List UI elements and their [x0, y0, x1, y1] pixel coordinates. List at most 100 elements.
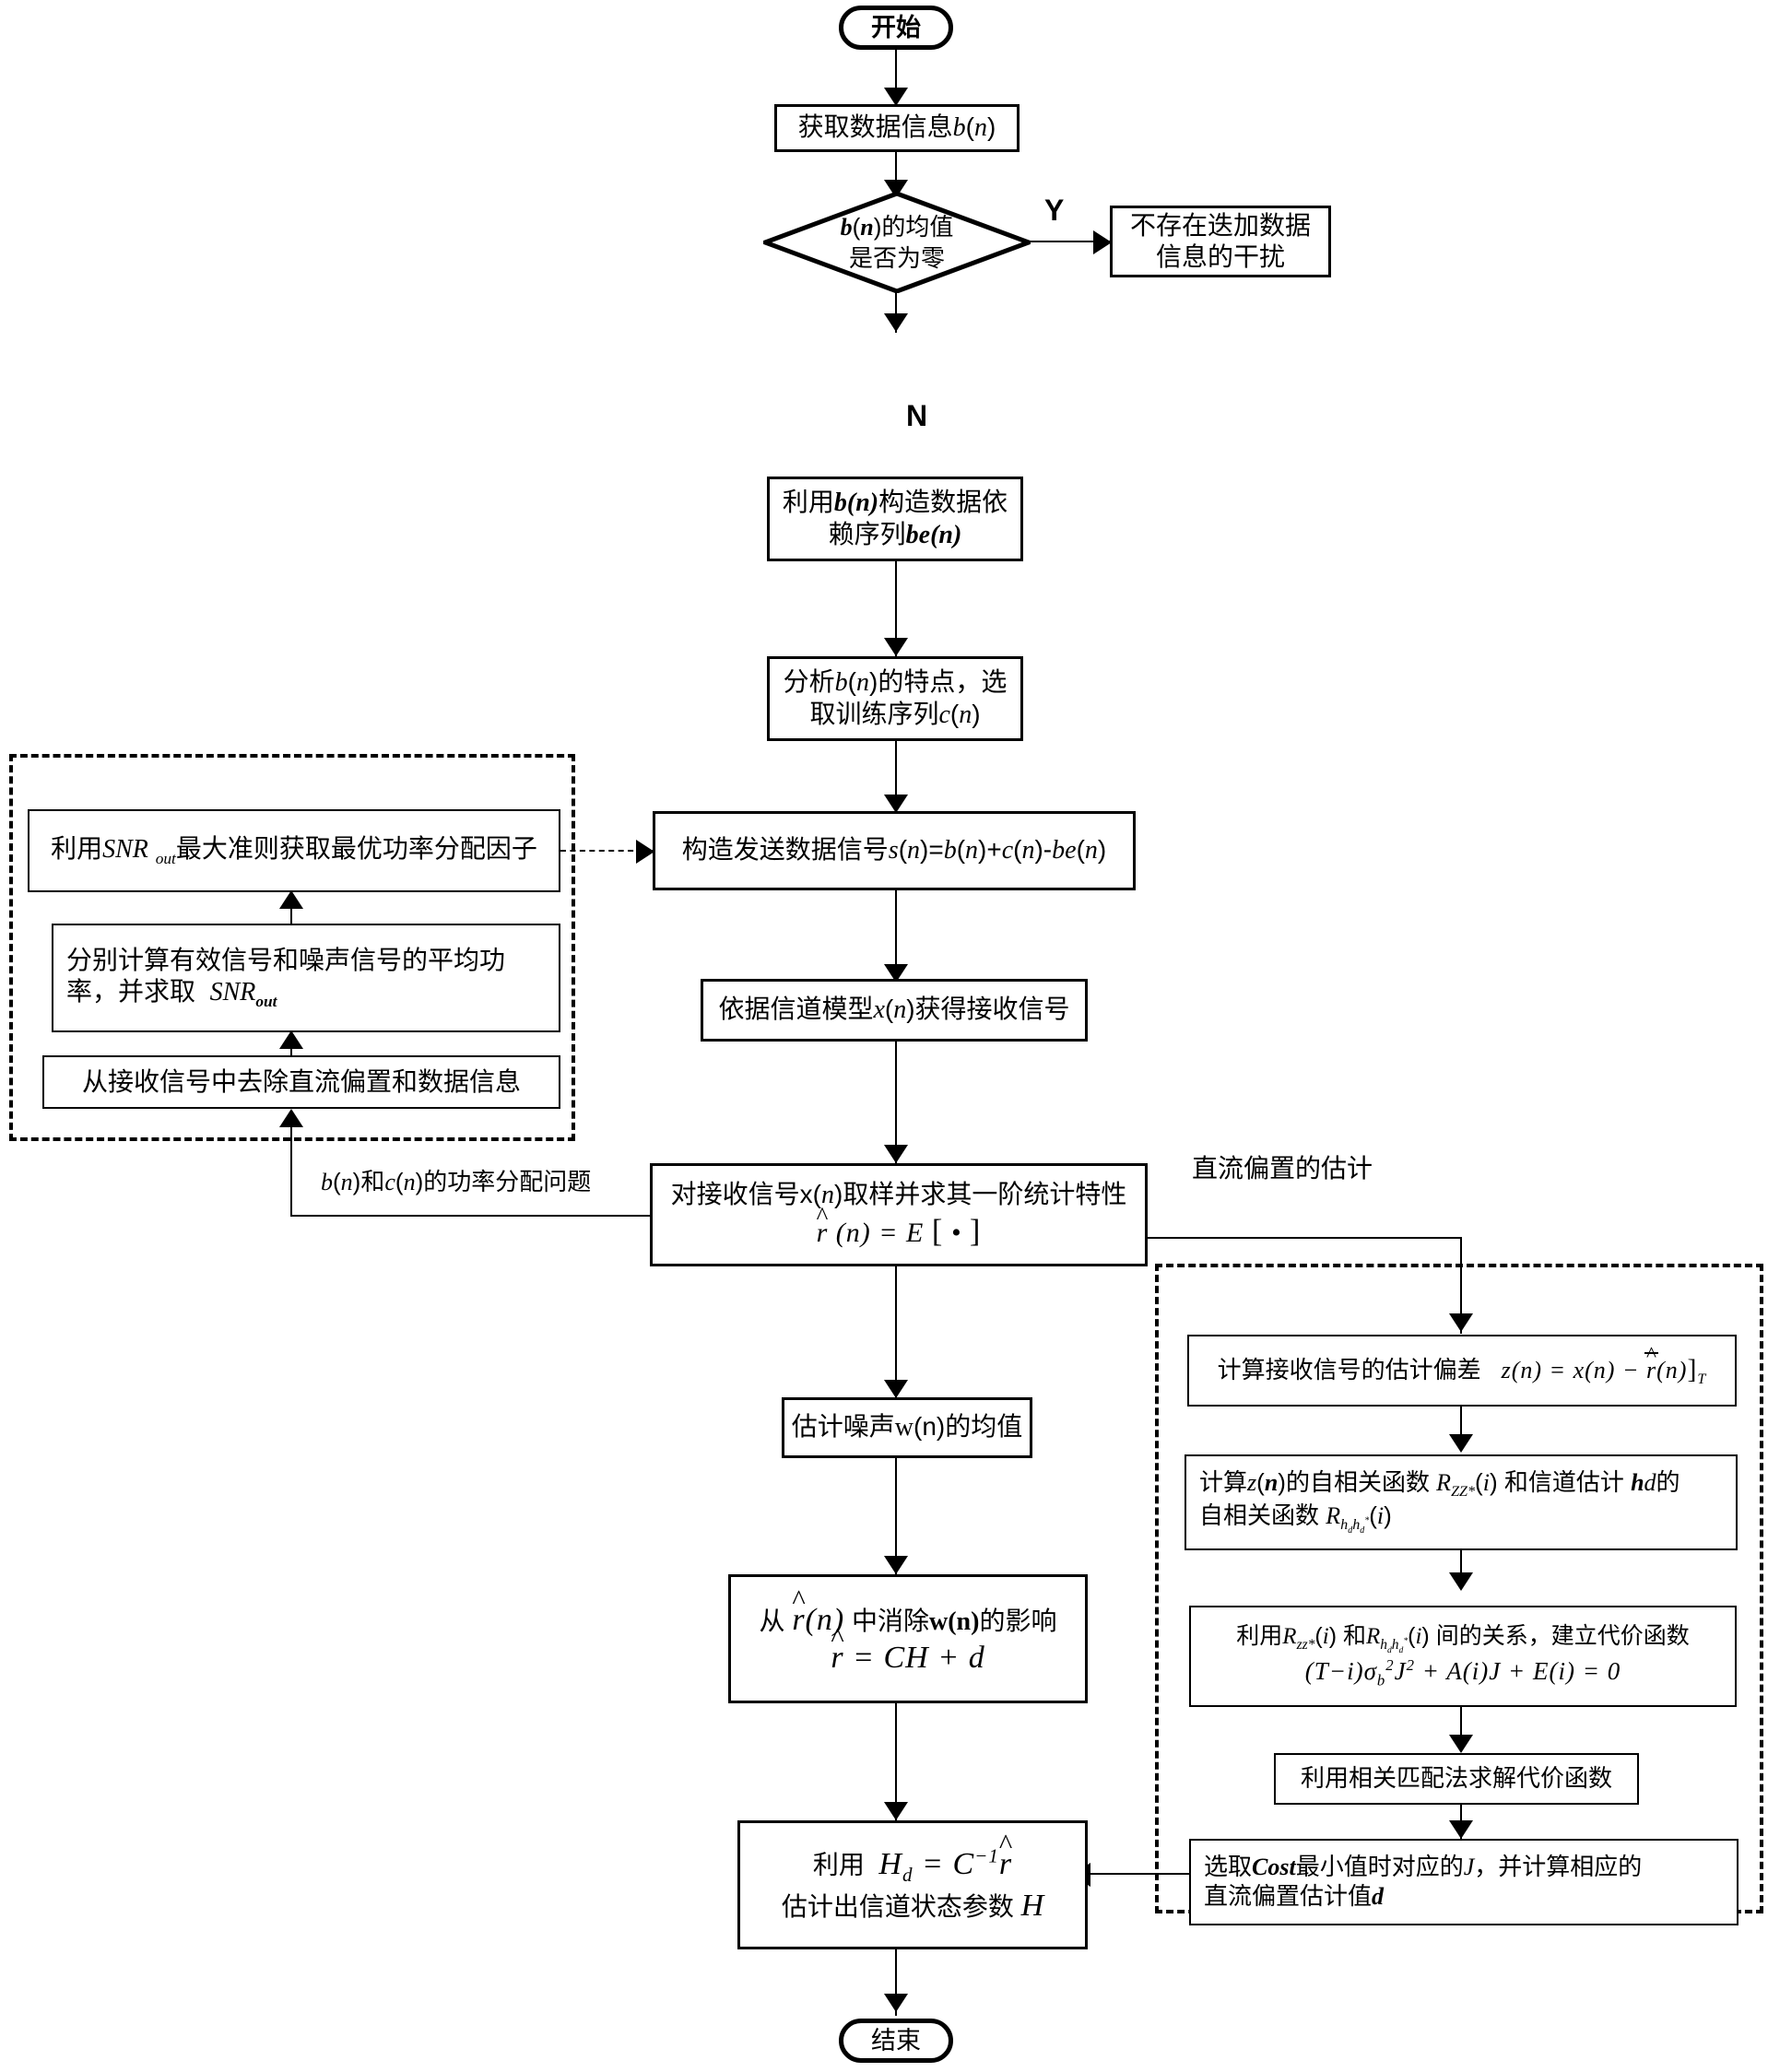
- node-end-label: 结束: [871, 2026, 921, 2054]
- node-autocorr: 计算z(n)的自相关函数 RZZ*(i) 和信道估计 hd的 自相关函数 Rhd…: [1185, 1454, 1738, 1550]
- node-remove-dc-label: 从接收信号中去除直流偏置和数据信息: [81, 1066, 521, 1096]
- edge-avgpower-to-snropt: [290, 892, 292, 925]
- node-decision-line2: 是否为零: [848, 243, 945, 272]
- edge-buildbe-to-selectc: [895, 561, 897, 658]
- node-estimate-H-line2: 估计出信道状态参数 H: [781, 1889, 1044, 1924]
- node-sample-r: 对接收信号x(n)取样并求其一阶统计特性 ^r (n) = E [ • ]: [650, 1163, 1148, 1266]
- node-calc-z: 计算接收信号的估计偏差 z(n) = x(n) − ^r(n)]T: [1187, 1335, 1737, 1407]
- node-sample-r-line1: 对接收信号x(n)取样并求其一阶统计特性: [670, 1180, 1127, 1210]
- edge-feedback-vertical: [290, 1123, 292, 1217]
- edge-sampler-to-calcz-v: [1460, 1237, 1462, 1334]
- edge-getdata-to-decision: [895, 152, 897, 198]
- arrow-down-solve: [1449, 1735, 1473, 1753]
- node-remove-w-line1: 从 ^r(n) 中消除w(n)的影响: [759, 1583, 1057, 1637]
- node-decision-label: b(n)的均值 是否为零: [763, 192, 1031, 293]
- edge-start-to-getdata: [895, 50, 897, 94]
- arrow-down-estimatew: [884, 1380, 908, 1398]
- arrow-down-calcz: [1449, 1313, 1473, 1332]
- edge-snropt-to-builds: [560, 850, 653, 852]
- arrow-down-removew: [884, 1556, 908, 1574]
- arrow-down-sampler: [884, 1145, 908, 1163]
- node-avg-power-line2: 率，并求取 SNRout: [66, 977, 277, 1010]
- region-power-allocation: [9, 754, 575, 1141]
- node-cost-func-line2: (T−i)σb2J2 + A(i)J + E(i) = 0: [1304, 1656, 1621, 1689]
- node-decision: b(n)的均值 是否为零: [763, 192, 1031, 293]
- arrow-down-end: [884, 1994, 908, 2012]
- arrow-down-cost: [1449, 1572, 1473, 1591]
- node-estimate-w: 估计噪声w(n)的均值: [782, 1397, 1032, 1458]
- node-build-s-label: 构造发送数据信号s(n)=b(n)+c(n)-be(n): [681, 835, 1107, 865]
- node-remove-w-line2: ^r = CH + d: [831, 1622, 985, 1675]
- node-estimate-w-label: 估计噪声w(n)的均值: [791, 1412, 1023, 1442]
- edge-builds-to-channelx: [895, 890, 897, 986]
- node-select-j-line1: 选取Cost最小值时对应的J，并计算相应的: [1204, 1853, 1643, 1881]
- node-select-j-line2: 直流偏置估计值d: [1204, 1882, 1385, 1910]
- node-channel-x-label: 依据信道模型x(n)获得接收信号: [718, 995, 1070, 1025]
- node-autocorr-line2: 自相关函数 Rhdhd*(i): [1199, 1501, 1392, 1536]
- arrow-down-selectj: [1449, 1820, 1473, 1839]
- edge-channelx-to-sampler: [895, 1042, 897, 1166]
- arrow-up-avgpower: [279, 1030, 303, 1049]
- arrow-right-builds: [636, 840, 654, 864]
- node-no-interference-line2: 信息的干扰: [1155, 242, 1285, 271]
- edge-removew-to-estimateH: [895, 1703, 897, 1823]
- node-select-c-line1: 分析b(n)的特点，选: [783, 666, 1008, 697]
- node-get-data: 获取数据信息b(n): [774, 104, 1020, 152]
- node-avg-power-line1: 分别计算有效信号和噪声信号的平均功: [66, 946, 506, 975]
- node-start: 开始: [839, 6, 953, 50]
- node-end: 结束: [839, 2019, 953, 2063]
- edge-estimateH-to-end: [895, 1949, 897, 2016]
- arrow-down-autocorr: [1449, 1434, 1473, 1453]
- node-calc-z-label: 计算接收信号的估计偏差 z(n) = x(n) − ^r(n)]T: [1217, 1343, 1707, 1387]
- arrow-down-channelx: [884, 964, 908, 983]
- edge-label-dc-estimation: 直流偏置的估计: [1192, 1154, 1373, 1183]
- edge-decision-no: [895, 291, 897, 333]
- node-solve-cost-label: 利用相关匹配法求解代价函数: [1300, 1764, 1612, 1793]
- arrow-down-estimateH: [884, 1802, 908, 1820]
- edge-label-yes: Y: [1044, 194, 1065, 227]
- node-cost-func-line1: 利用Rzz*(i) 和Rhdhd*(i) 间的关系，建立代价函数: [1236, 1623, 1690, 1656]
- diamond-shape: [763, 192, 1031, 293]
- node-snr-opt: 利用SNR out最大准则获取最优功率分配因子: [28, 809, 560, 892]
- node-build-be: 利用b(n)构造数据依 赖序列be(n): [767, 477, 1023, 561]
- edge-estimatew-to-removew: [895, 1458, 897, 1576]
- arrow-down-builds: [884, 795, 908, 813]
- arrow-up-removedc: [279, 1109, 303, 1127]
- arrow-down-selectc: [884, 638, 908, 656]
- node-avg-power: 分别计算有效信号和噪声信号的平均功 率，并求取 SNRout: [52, 924, 560, 1032]
- node-build-be-line1: 利用b(n)构造数据依: [782, 487, 1008, 517]
- edge-feedback-horizontal: [290, 1215, 650, 1217]
- edge-cost-to-solve: [1460, 1707, 1462, 1751]
- edge-decision-yes: [1029, 241, 1114, 242]
- node-build-be-line2: 赖序列be(n): [828, 520, 962, 549]
- node-remove-dc: 从接收信号中去除直流偏置和数据信息: [42, 1055, 560, 1109]
- arrow-down-buildbe: [884, 313, 908, 332]
- node-select-j: 选取Cost最小值时对应的J，并计算相应的 直流偏置估计值d: [1189, 1839, 1739, 1925]
- node-channel-x: 依据信道模型x(n)获得接收信号: [701, 979, 1088, 1042]
- edge-selectj-to-estimateH: [1088, 1873, 1191, 1875]
- node-decision-line1: b(n)的均值: [840, 213, 954, 241]
- node-select-c: 分析b(n)的特点，选 取训练序列c(n): [767, 656, 1023, 741]
- node-select-c-line2: 取训练序列c(n): [809, 700, 981, 729]
- node-get-data-label: 获取数据信息b(n): [797, 112, 996, 143]
- edge-selectc-to-builds: [895, 741, 897, 813]
- edge-label-no-visible: N: [906, 399, 928, 432]
- arrow-down-getdata: [884, 88, 908, 106]
- node-solve-cost: 利用相关匹配法求解代价函数: [1274, 1753, 1639, 1805]
- node-estimate-H-line1: 利用 Hd = C−1^r: [812, 1828, 1014, 1886]
- node-sample-r-line2: ^r (n) = E [ • ]: [816, 1201, 982, 1249]
- edge-sampler-to-estimatew: [895, 1266, 897, 1400]
- arrow-right-nointerference: [1093, 230, 1112, 254]
- node-estimate-H: 利用 Hd = C−1^r 估计出信道状态参数 H: [737, 1820, 1088, 1949]
- edge-sampler-to-calcz-h: [1148, 1237, 1462, 1239]
- node-no-interference-line1: 不存在迭加数据: [1129, 210, 1311, 240]
- node-start-label: 开始: [871, 13, 921, 41]
- node-snr-opt-label: 利用SNR out最大准则获取最优功率分配因子: [51, 834, 537, 867]
- node-build-s: 构造发送数据信号s(n)=b(n)+c(n)-be(n): [653, 811, 1136, 890]
- edge-label-power-allocation: b(n)和c(n)的功率分配问题: [321, 1168, 592, 1195]
- arrow-up-snropt: [279, 890, 303, 909]
- node-no-interference: 不存在迭加数据 信息的干扰: [1110, 206, 1331, 277]
- edge-autocorr-to-cost: [1460, 1550, 1462, 1589]
- node-remove-w: 从 ^r(n) 中消除w(n)的影响 ^r = CH + d: [728, 1574, 1088, 1703]
